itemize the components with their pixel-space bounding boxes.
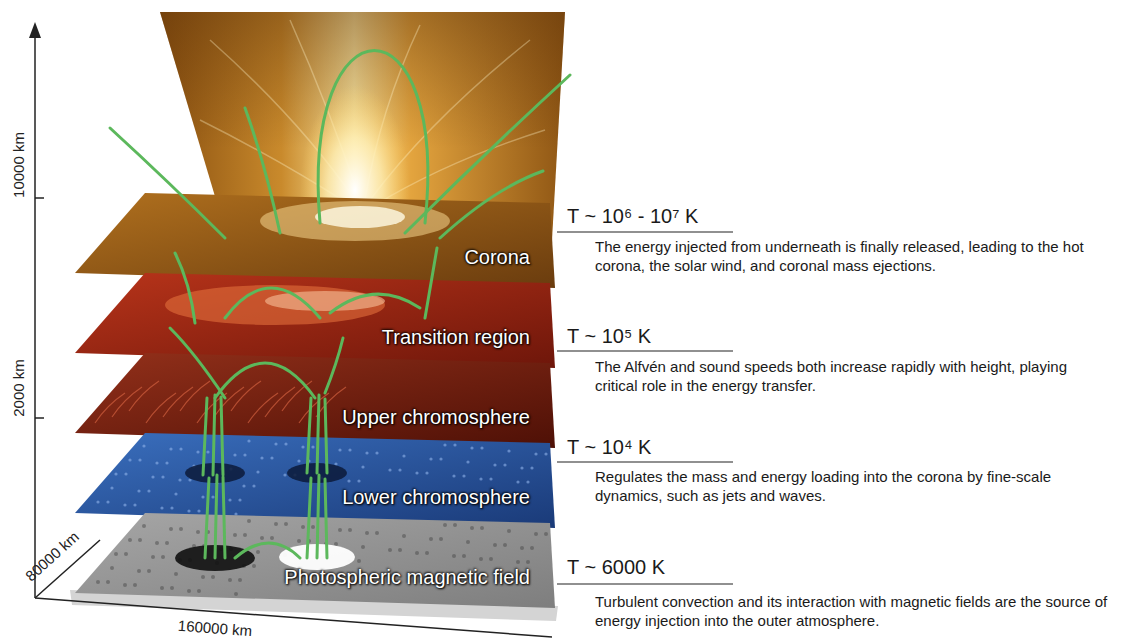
axis-label: 10000 km — [10, 132, 27, 198]
field-line — [225, 288, 320, 318]
layer-description: The energy injected from underneath is f… — [595, 237, 1110, 275]
field-line — [325, 479, 327, 558]
field-line — [405, 75, 570, 233]
field-line — [307, 398, 311, 473]
temperature-underlines — [557, 232, 733, 584]
field-line — [318, 51, 428, 224]
field-line — [325, 338, 343, 393]
temperature: T ~ 10⁶ - 10⁷ K — [567, 205, 698, 228]
field-line — [330, 294, 420, 313]
temperature: T ~ 6000 K — [567, 556, 665, 579]
field-line — [425, 248, 437, 318]
field-line — [307, 478, 311, 558]
field-line — [221, 397, 223, 475]
field-line — [245, 108, 280, 233]
layer-name: Corona — [464, 245, 530, 269]
layer-name: Photospheric magnetic field — [284, 565, 530, 589]
field-line — [170, 328, 225, 398]
field-line — [205, 478, 209, 558]
layer-name: Transition region — [382, 325, 530, 349]
field-line — [235, 543, 300, 558]
plane-shape — [75, 513, 555, 613]
temperature: T ~ 10⁵ K — [567, 325, 651, 348]
field-line — [223, 477, 225, 558]
layer-name: Lower chromosphere — [342, 485, 530, 509]
temperature: T ~ 10⁴ K — [567, 436, 651, 459]
photosphere-layer: Photospheric magnetic field — [75, 513, 555, 613]
field-line — [203, 398, 207, 475]
axis-label: 80000 km — [22, 528, 82, 585]
layer-description: The Alfvén and sound speeds both increas… — [595, 357, 1110, 395]
axis-arrowhead — [29, 22, 41, 38]
field-line — [213, 395, 215, 475]
field-line — [440, 171, 543, 238]
field-line — [215, 363, 315, 398]
field-line — [215, 475, 217, 558]
layer-name: Upper chromosphere — [342, 405, 530, 429]
field-line — [110, 128, 225, 238]
layer-description: Regulates the mass and energy loading in… — [595, 467, 1110, 505]
field-line — [175, 253, 195, 323]
layer-description: Turbulent convection and its interaction… — [595, 592, 1110, 630]
field-line — [317, 475, 319, 558]
field-line — [317, 395, 319, 473]
axis-label: 2000 km — [10, 359, 27, 417]
field-line — [325, 399, 327, 473]
axis-label: 160000 km — [177, 617, 252, 640]
